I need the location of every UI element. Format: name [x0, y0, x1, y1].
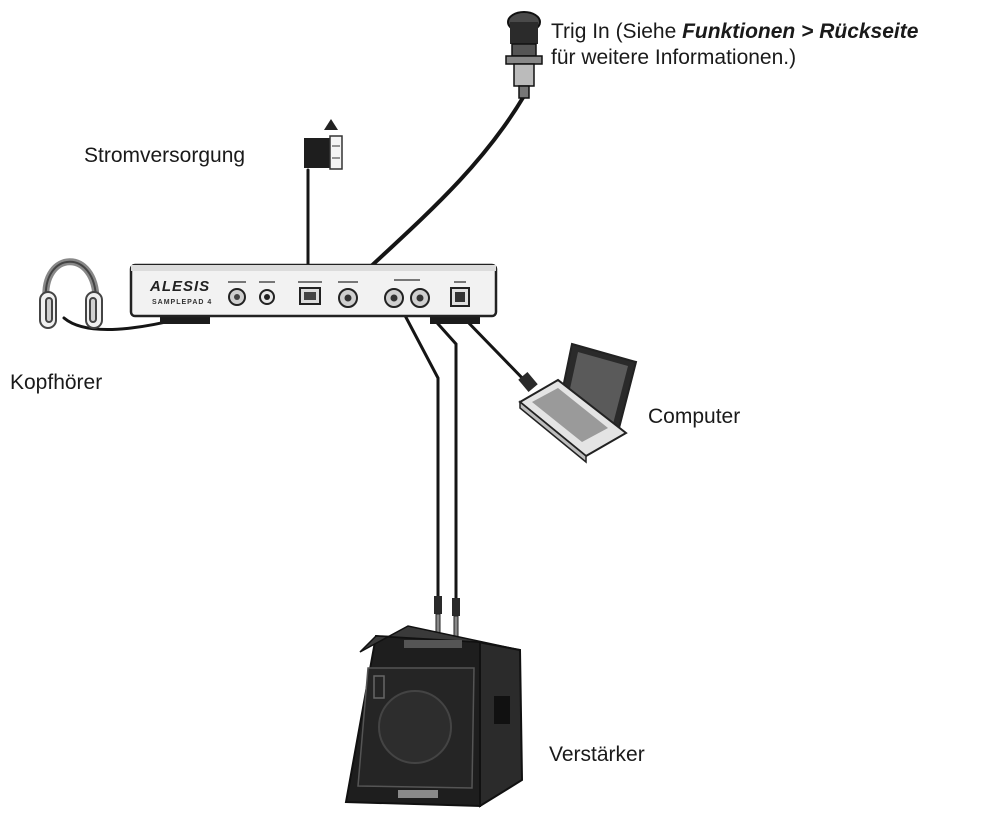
- computer-label: Computer: [648, 405, 741, 428]
- output-cable-left: [398, 304, 440, 598]
- trig-in-line2: für weitere Informationen.): [551, 46, 797, 69]
- usb-cable: [460, 314, 530, 386]
- laptop-icon: [518, 342, 638, 464]
- power-adapter-icon: [304, 119, 343, 170]
- trig-cable: [350, 94, 526, 286]
- amplifier-icon: [344, 625, 524, 808]
- power-label: Stromversorgung: [84, 144, 246, 167]
- trig-in-link-rear: Rückseite: [819, 20, 919, 43]
- headphones-icon: [39, 258, 103, 329]
- device-model: SAMPLEPAD 4: [152, 299, 212, 306]
- trig-in-separator: >: [795, 20, 820, 43]
- trig-in-prefix: Trig In (Siehe: [551, 20, 683, 43]
- samplepad-device: ALESIS SAMPLEPAD 4: [129, 263, 498, 324]
- trig-in-label: Trig In (Siehe Funktionen > Rückseite fü…: [551, 19, 918, 71]
- trigger-icon: [505, 11, 543, 99]
- trig-in-link-functions: Funktionen: [682, 20, 796, 43]
- headphones-label: Kopfhörer: [10, 371, 103, 394]
- cables: [62, 94, 530, 600]
- device-brand: ALESIS: [149, 278, 210, 295]
- amplifier-label: Verstärker: [549, 743, 645, 766]
